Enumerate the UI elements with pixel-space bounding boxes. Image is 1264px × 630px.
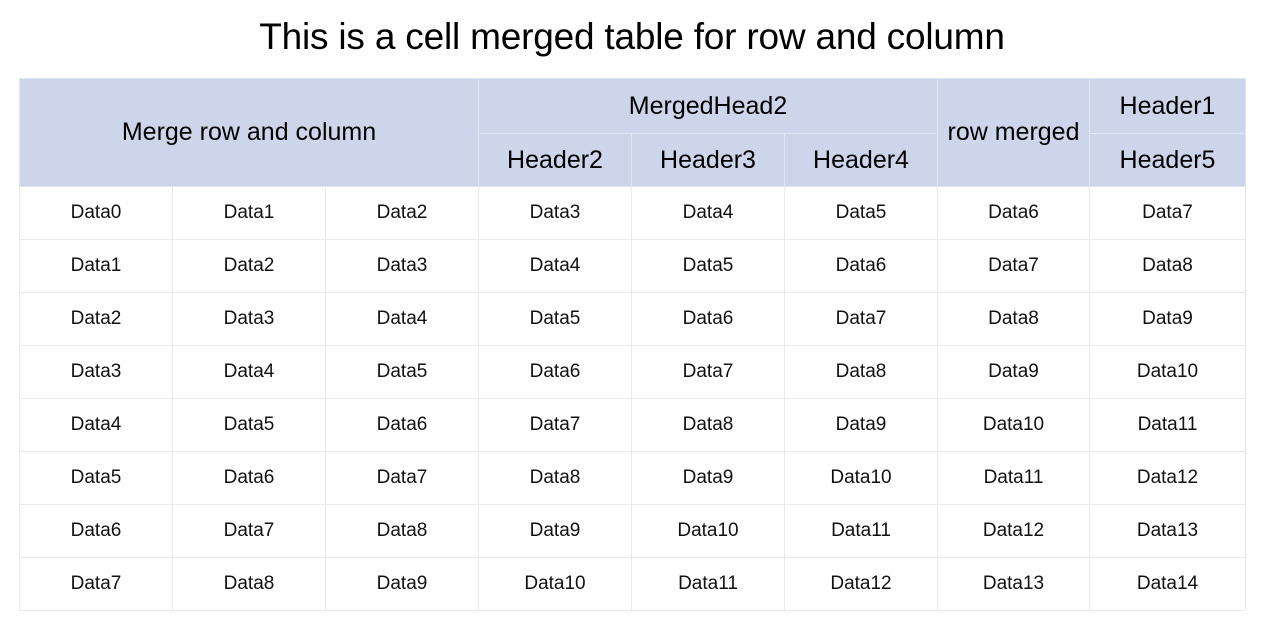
table-cell: Data6 xyxy=(172,451,326,505)
table-cell: Data5 xyxy=(784,186,938,240)
table-cell: Data1 xyxy=(172,186,326,240)
table-cell: Data11 xyxy=(631,557,785,611)
table-cell: Data4 xyxy=(478,239,632,293)
table-cell: Data10 xyxy=(478,557,632,611)
table-cell: Data8 xyxy=(784,345,938,399)
table-cell: Data10 xyxy=(1089,345,1246,399)
table-cell: Data10 xyxy=(631,504,785,558)
table-cell: Data11 xyxy=(937,451,1090,505)
table-cell: Data13 xyxy=(937,557,1090,611)
table-cell: Data5 xyxy=(325,345,479,399)
table-cell: Data4 xyxy=(172,345,326,399)
table-cell: Data7 xyxy=(784,292,938,346)
table-cell: Data6 xyxy=(478,345,632,399)
table-cell: Data1 xyxy=(19,239,173,293)
table-cell: Data4 xyxy=(325,292,479,346)
table-cell: Data9 xyxy=(1089,292,1246,346)
table-cell: Data12 xyxy=(784,557,938,611)
table-cell: Data10 xyxy=(784,451,938,505)
table-cell: Data8 xyxy=(478,451,632,505)
table-cell: Data7 xyxy=(937,239,1090,293)
header-cell-header1: Header1 xyxy=(1089,78,1246,134)
table-cell: Data8 xyxy=(1089,239,1246,293)
table-cell: Data6 xyxy=(325,398,479,452)
table-cell: Data3 xyxy=(172,292,326,346)
table-cell: Data6 xyxy=(784,239,938,293)
page-title: This is a cell merged table for row and … xyxy=(259,16,1005,57)
table-cell: Data2 xyxy=(325,186,479,240)
table-cell: Data14 xyxy=(1089,557,1246,611)
table-cell: Data13 xyxy=(1089,504,1246,558)
table-cell: Data4 xyxy=(631,186,785,240)
table-cell: Data2 xyxy=(19,292,173,346)
table-cell: Data9 xyxy=(478,504,632,558)
header-cell-row-merged: row merged xyxy=(937,78,1090,187)
table-cell: Data7 xyxy=(172,504,326,558)
table-cell: Data7 xyxy=(19,557,173,611)
table-cell: Data9 xyxy=(631,451,785,505)
table-cell: Data8 xyxy=(631,398,785,452)
table-cell: Data0 xyxy=(19,186,173,240)
header-cell-merge-row-and-column: Merge row and column xyxy=(19,78,479,187)
table-cell: Data6 xyxy=(19,504,173,558)
table-cell: Data9 xyxy=(937,345,1090,399)
table-cell: Data12 xyxy=(1089,451,1246,505)
table-cell: Data5 xyxy=(19,451,173,505)
table-cell: Data5 xyxy=(631,239,785,293)
table-cell: Data7 xyxy=(325,451,479,505)
table-cell: Data7 xyxy=(478,398,632,452)
table-cell: Data6 xyxy=(631,292,785,346)
table-cell: Data10 xyxy=(937,398,1090,452)
table-cell: Data6 xyxy=(937,186,1090,240)
header-cell-header3: Header3 xyxy=(631,133,785,187)
table-header: Merge row and column MergedHead2 row mer… xyxy=(19,78,1246,187)
header-row-2: Header2 Header3 Header4 Header5 xyxy=(20,133,1246,187)
table-cell: Data9 xyxy=(325,557,479,611)
table-cell: Data11 xyxy=(1089,398,1246,452)
table-cell: Data8 xyxy=(172,557,326,611)
header-cell-header5: Header5 xyxy=(1089,133,1246,187)
header-cell-header4: Header4 xyxy=(784,133,938,187)
table-cell: Data7 xyxy=(1089,186,1246,240)
table-cell: Data2 xyxy=(172,239,326,293)
table-cell: Data3 xyxy=(478,186,632,240)
table-cell: Data5 xyxy=(478,292,632,346)
header-cell-mergedhead2: MergedHead2 xyxy=(478,78,938,134)
table-cell: Data8 xyxy=(325,504,479,558)
table-container: Merge row and column MergedHead2 row mer… xyxy=(19,78,1246,611)
table-cell: Data12 xyxy=(937,504,1090,558)
table-cell: Data3 xyxy=(325,239,479,293)
table-cell: Data9 xyxy=(784,398,938,452)
table-cell: Data8 xyxy=(937,292,1090,346)
table-cell: Data11 xyxy=(784,504,938,558)
table-cell: Data4 xyxy=(19,398,173,452)
header-row-1: Merge row and column MergedHead2 row mer… xyxy=(19,78,1246,187)
table-cell: Data7 xyxy=(631,345,785,399)
table-cell: Data3 xyxy=(19,345,173,399)
merged-data-table: Merge row and column MergedHead2 row mer… xyxy=(19,78,1246,611)
table-cell: Data5 xyxy=(172,398,326,452)
header-cell-header2: Header2 xyxy=(478,133,632,187)
